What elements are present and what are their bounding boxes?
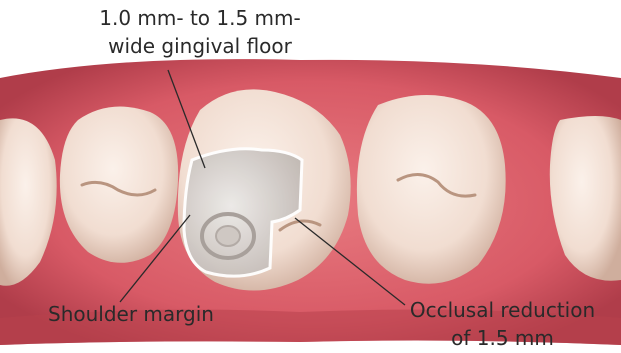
occlusal-reduction-label-line1: Occlusal reduction [395, 296, 610, 324]
gingival-floor-inner-shape [216, 226, 240, 246]
shoulder-margin-label: Shoulder margin [48, 300, 214, 328]
occlusal-reduction-label-line2: of 1.5 mm [395, 324, 610, 352]
gingival-floor-label: 1.0 mm- to 1.5 mm- wide gingival floor [80, 4, 320, 60]
left-tooth-shape [60, 107, 178, 263]
occlusal-reduction-label: Occlusal reduction of 1.5 mm [395, 296, 610, 352]
shoulder-margin-label-line1: Shoulder margin [48, 300, 214, 328]
right-tooth-shape [357, 95, 506, 284]
gingival-floor-label-line2: wide gingival floor [80, 32, 320, 60]
gingival-floor-label-line1: 1.0 mm- to 1.5 mm- [80, 4, 320, 32]
